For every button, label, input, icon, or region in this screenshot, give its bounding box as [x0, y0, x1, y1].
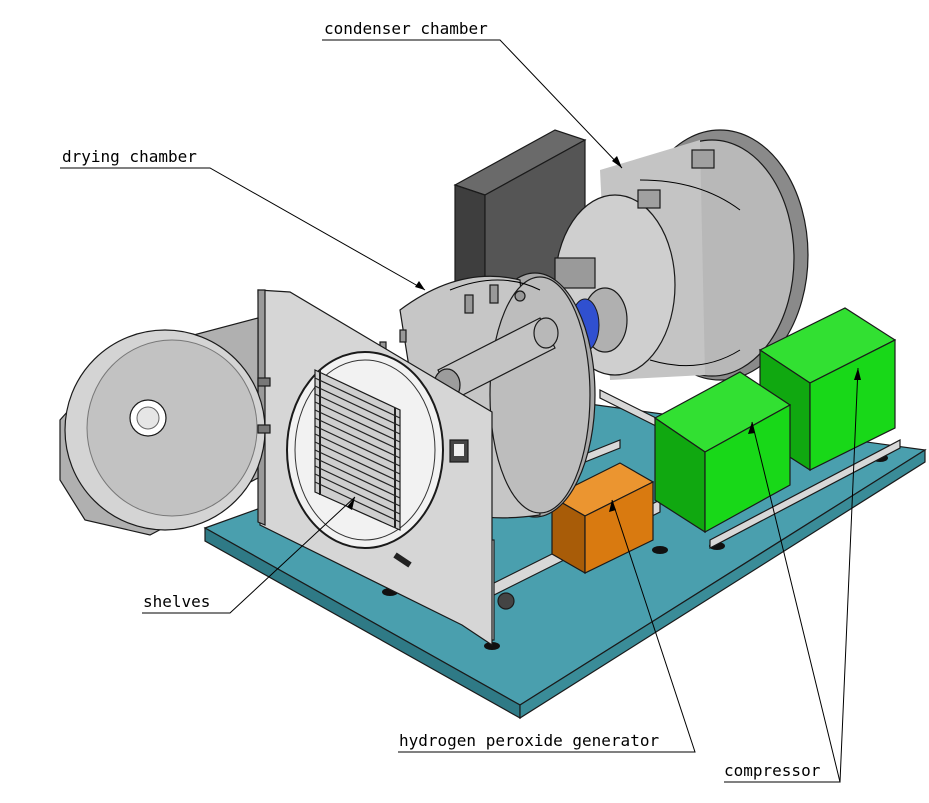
callout-lines: [60, 39, 859, 783]
shelves-label: shelves: [143, 592, 210, 611]
shelves: [314, 369, 401, 531]
condenser-chamber: [554, 129, 809, 381]
callout-arrowheads: [347, 156, 861, 512]
open-door: [59, 317, 271, 536]
drying-chamber-label: drying chamber: [62, 147, 197, 166]
condenser-chamber-label: condenser chamber: [324, 19, 488, 38]
hydrogen-peroxide-generator-label: hydrogen peroxide generator: [399, 731, 659, 750]
compressor-left: [653, 371, 792, 534]
hydrogen-peroxide-generator: [550, 462, 655, 575]
compressor-label: compressor: [724, 761, 821, 780]
valve: [497, 592, 515, 610]
